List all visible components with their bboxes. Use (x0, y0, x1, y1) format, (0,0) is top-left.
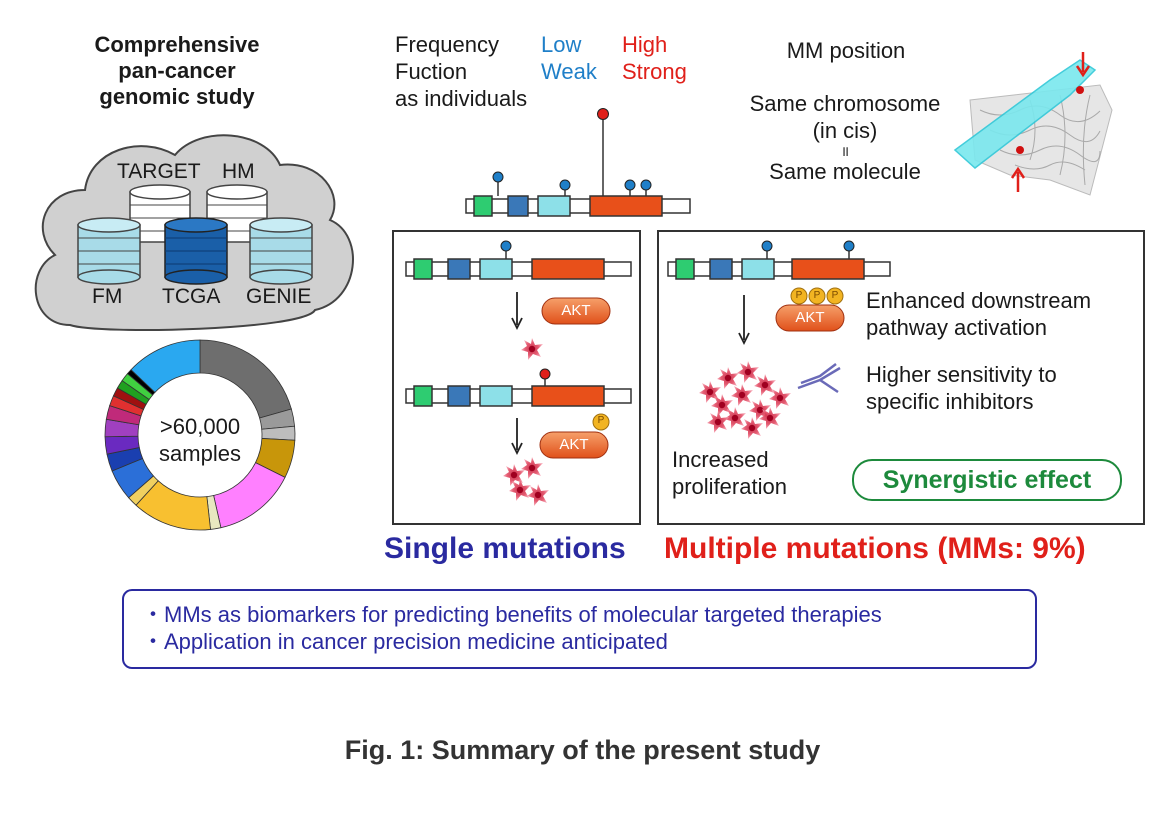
figure-caption: Fig. 1: Summary of the present study (344, 735, 821, 765)
mm-equals: ॥ (840, 143, 850, 159)
database-stack-fm (77, 217, 141, 285)
single-mutations-panel (392, 230, 641, 525)
antibody-inhibitor-icon (797, 363, 841, 394)
legend-low: Low (541, 32, 582, 57)
cell-cluster-multiple (699, 361, 791, 439)
mm-line-chromosome: Same chromosome (749, 91, 941, 116)
akt-label: AKT (795, 309, 825, 326)
donut-segment (199, 339, 292, 419)
akt-pill-1 (541, 297, 611, 325)
akt-pill-3 (775, 304, 845, 332)
legend-high-strong: High Strong (622, 31, 687, 85)
database-stack-genie (249, 217, 313, 285)
sensitivity-text: Higher sensitivity to specific inhibitor… (866, 361, 1057, 415)
sensitivity-line: Higher sensitivity to (866, 362, 1057, 387)
mm-line-molecule: Same molecule (769, 159, 921, 184)
legend-labels: Frequency Fuction as individuals (395, 31, 527, 112)
phospho-label: P (795, 290, 803, 301)
study-title-line: genomic study (99, 84, 255, 109)
sensitivity-line: specific inhibitors (866, 389, 1034, 414)
legend-strong: Strong (622, 59, 687, 84)
study-title-line: Comprehensive (94, 32, 260, 57)
proliferation-line: proliferation (672, 474, 787, 499)
multiple-gene (667, 240, 891, 280)
legend-frequency: Frequency (395, 32, 499, 57)
study-title: Comprehensive pan-cancer genomic study (62, 32, 292, 110)
phospho-label: P (813, 290, 821, 301)
akt-label: AKT (561, 302, 591, 319)
sample-count-value: >60,000 (159, 414, 241, 439)
arrow-up-icon (1010, 166, 1026, 192)
donut-segment (130, 339, 201, 393)
multiple-mutations-label: Multiple mutations (MMs: 9%) (664, 532, 1086, 565)
down-arrow-icon (511, 418, 523, 456)
single-gene-1 (405, 240, 632, 280)
proliferation-line: Increased (672, 447, 769, 472)
top-gene-diagram (465, 108, 691, 217)
conclusion-item: ・Application in cancer precision medicin… (142, 629, 668, 654)
db-label-tcga: TCGA (162, 285, 221, 308)
enhanced-activation-text: Enhanced downstream pathway activation (866, 287, 1091, 341)
enhanced-line: pathway activation (866, 315, 1047, 340)
db-label-target: TARGET (117, 160, 201, 183)
down-arrow-icon (511, 292, 523, 331)
db-label-fm: FM (92, 285, 123, 308)
synergy-badge: Synergistic effect (852, 459, 1122, 501)
enhanced-line: Enhanced downstream (866, 288, 1092, 313)
single-mutations-label: Single mutations (384, 532, 626, 565)
multiple-mutations-panel (657, 230, 1145, 525)
phospho-triple-icon (790, 287, 844, 305)
study-title-line: pan-cancer (118, 58, 236, 83)
cell-cluster-single (503, 457, 549, 506)
akt-pill-2 (539, 431, 609, 459)
legend-individuals: as individuals (395, 86, 528, 111)
protein-structure-image (953, 59, 1113, 196)
cell-icon (521, 338, 543, 360)
mm-position-heading: MM position (786, 38, 906, 63)
proliferation-text: Increased proliferation (672, 446, 787, 500)
database-stack-tcga (164, 217, 228, 285)
legend-low-weak: Low Weak (541, 31, 597, 85)
phospho-label: P (597, 415, 605, 426)
conclusions-box: ・MMs as biomarkers for predicting benefi… (122, 589, 1037, 669)
legend-function: Fuction (395, 59, 468, 84)
arrow-down-icon (1075, 52, 1091, 78)
down-arrow-icon (738, 295, 750, 346)
sample-count-unit: samples (159, 441, 241, 466)
phospho-label: P (831, 290, 839, 301)
sample-donut (104, 339, 296, 531)
donut-segment (213, 462, 286, 529)
sample-count: >60,000 samples (135, 413, 265, 467)
mm-line-cis: (in cis) (812, 118, 878, 143)
mm-position-details: Same chromosome (in cis) ॥ Same molecule (720, 90, 970, 185)
db-label-hm: HM (222, 160, 255, 183)
legend-weak: Weak (541, 59, 597, 84)
phospho-icon (592, 413, 610, 431)
legend-high: High (622, 32, 668, 57)
single-gene-2 (405, 368, 632, 407)
conclusion-item: ・MMs as biomarkers for predicting benefi… (142, 602, 882, 627)
db-label-genie: GENIE (246, 285, 312, 308)
akt-label: AKT (559, 436, 589, 453)
